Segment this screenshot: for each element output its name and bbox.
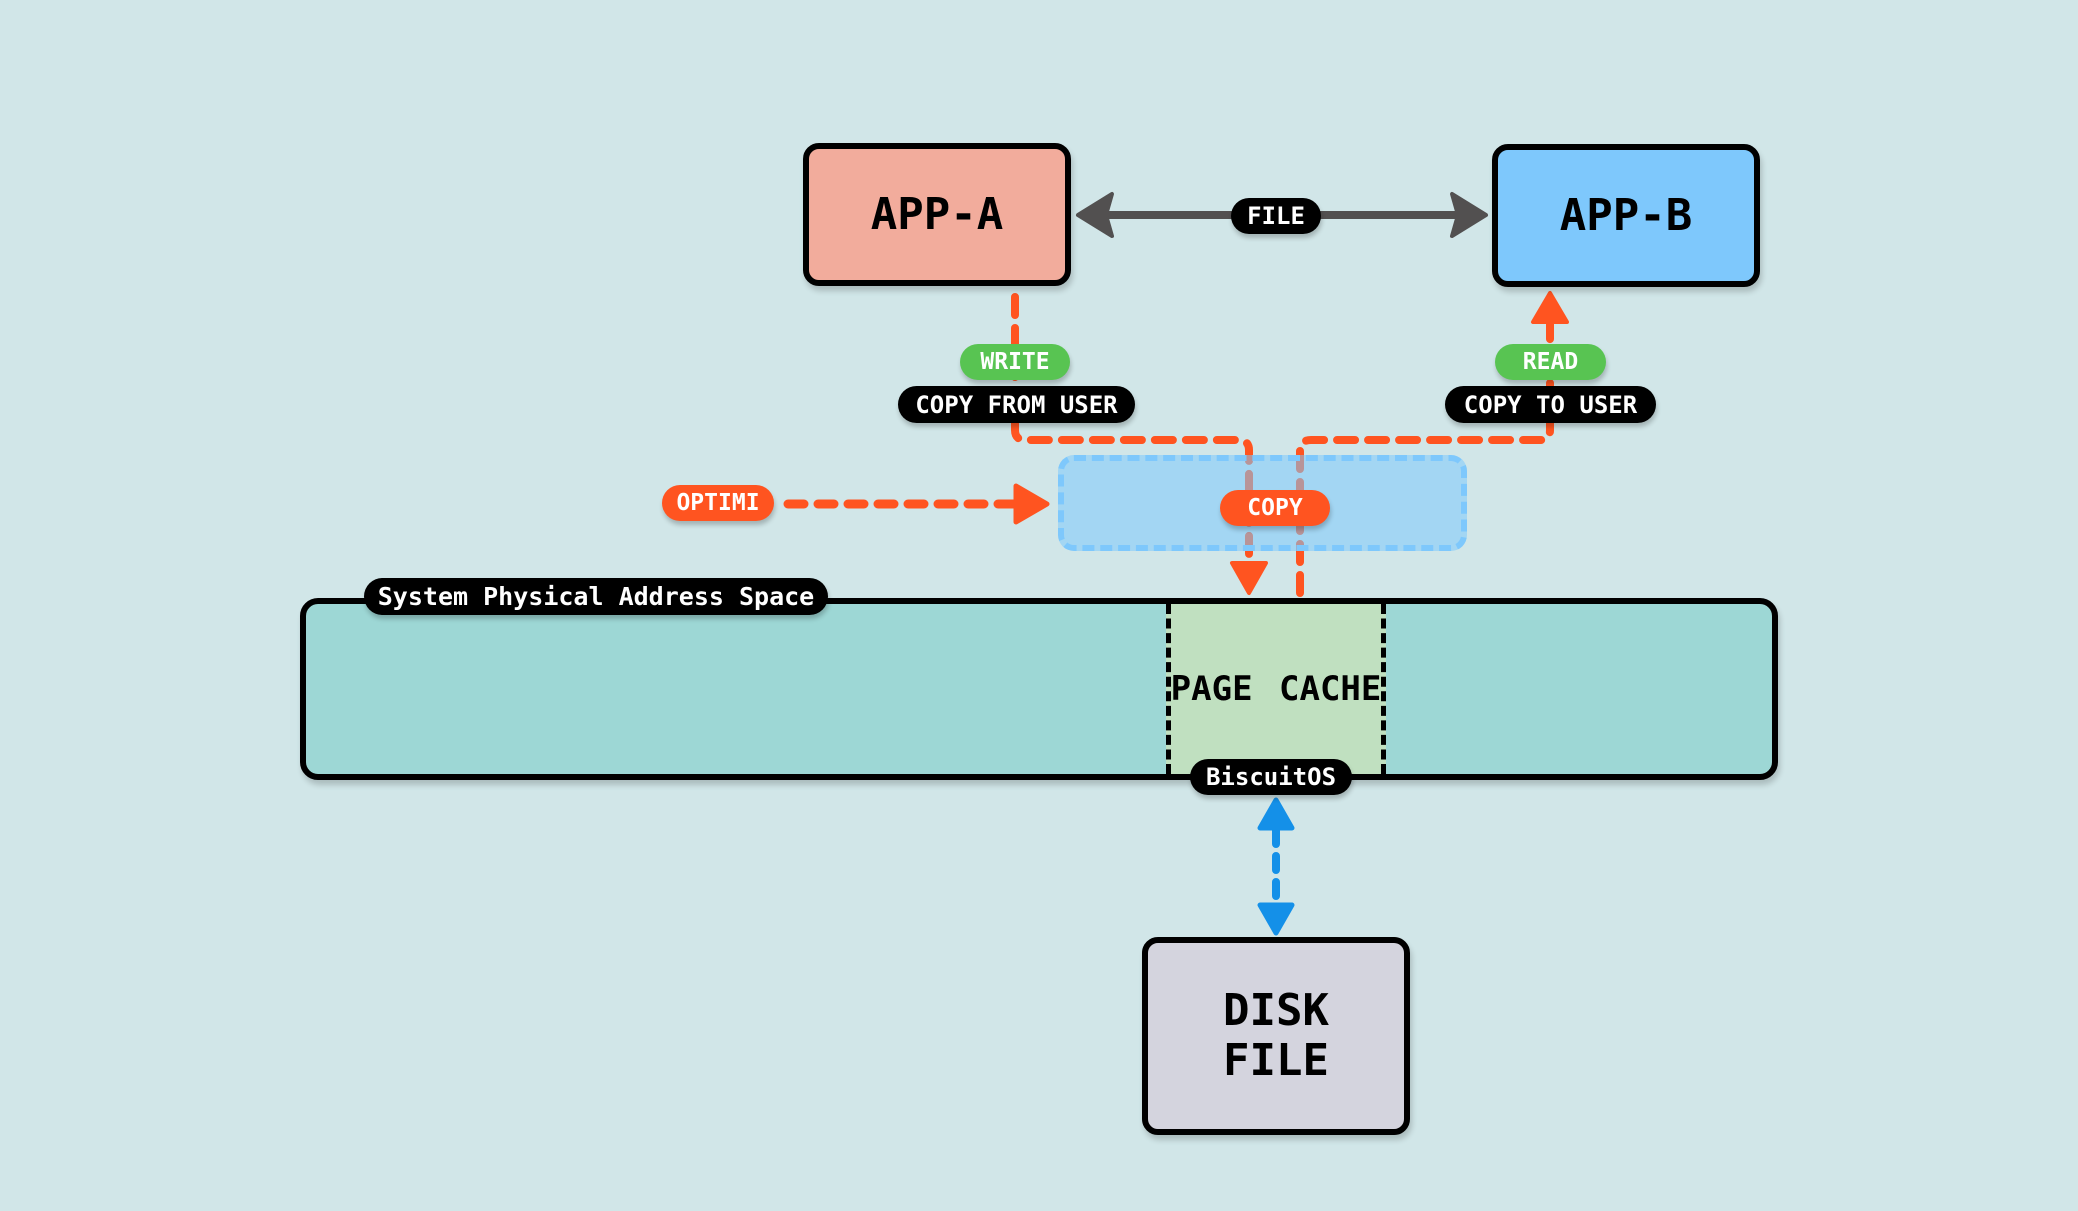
copy-from-user-label: COPY FROM USER bbox=[898, 386, 1135, 423]
arrowhead-up-icon bbox=[1257, 797, 1295, 831]
page-cache: PAGE CACHE bbox=[1166, 604, 1386, 774]
read-label: READ bbox=[1495, 344, 1606, 380]
biscuitos-label: BiscuitOS bbox=[1190, 759, 1352, 795]
arrowhead-right-icon bbox=[1013, 483, 1050, 525]
copy-label: COPY bbox=[1220, 490, 1330, 526]
optimi-arrow bbox=[783, 483, 1050, 525]
disk-file-label: DISK FILE bbox=[1223, 985, 1329, 1086]
app-b-label: APP-B bbox=[1559, 190, 1693, 241]
app-a-label: APP-A bbox=[870, 189, 1004, 240]
file-link-label: FILE bbox=[1231, 198, 1321, 234]
write-label: WRITE bbox=[960, 344, 1070, 380]
app-a-box: APP-A bbox=[803, 143, 1071, 286]
physical-address-space bbox=[300, 598, 1778, 780]
arrowhead-left-icon bbox=[1076, 192, 1114, 238]
copy-to-user-label: COPY TO USER bbox=[1445, 386, 1656, 423]
arrowhead-down-icon bbox=[1230, 561, 1268, 595]
page-cache-label: PAGE CACHE bbox=[1170, 669, 1382, 709]
disk-io-arrow bbox=[1257, 797, 1295, 936]
physical-space-label: System Physical Address Space bbox=[364, 578, 828, 615]
app-b-box: APP-B bbox=[1492, 144, 1760, 287]
arrowhead-right-icon bbox=[1450, 192, 1488, 238]
arrowhead-up-icon bbox=[1531, 291, 1569, 324]
disk-file-box: DISK FILE bbox=[1142, 937, 1410, 1135]
arrowhead-down-icon bbox=[1257, 902, 1295, 936]
optimi-label: OPTIMI bbox=[662, 485, 774, 521]
